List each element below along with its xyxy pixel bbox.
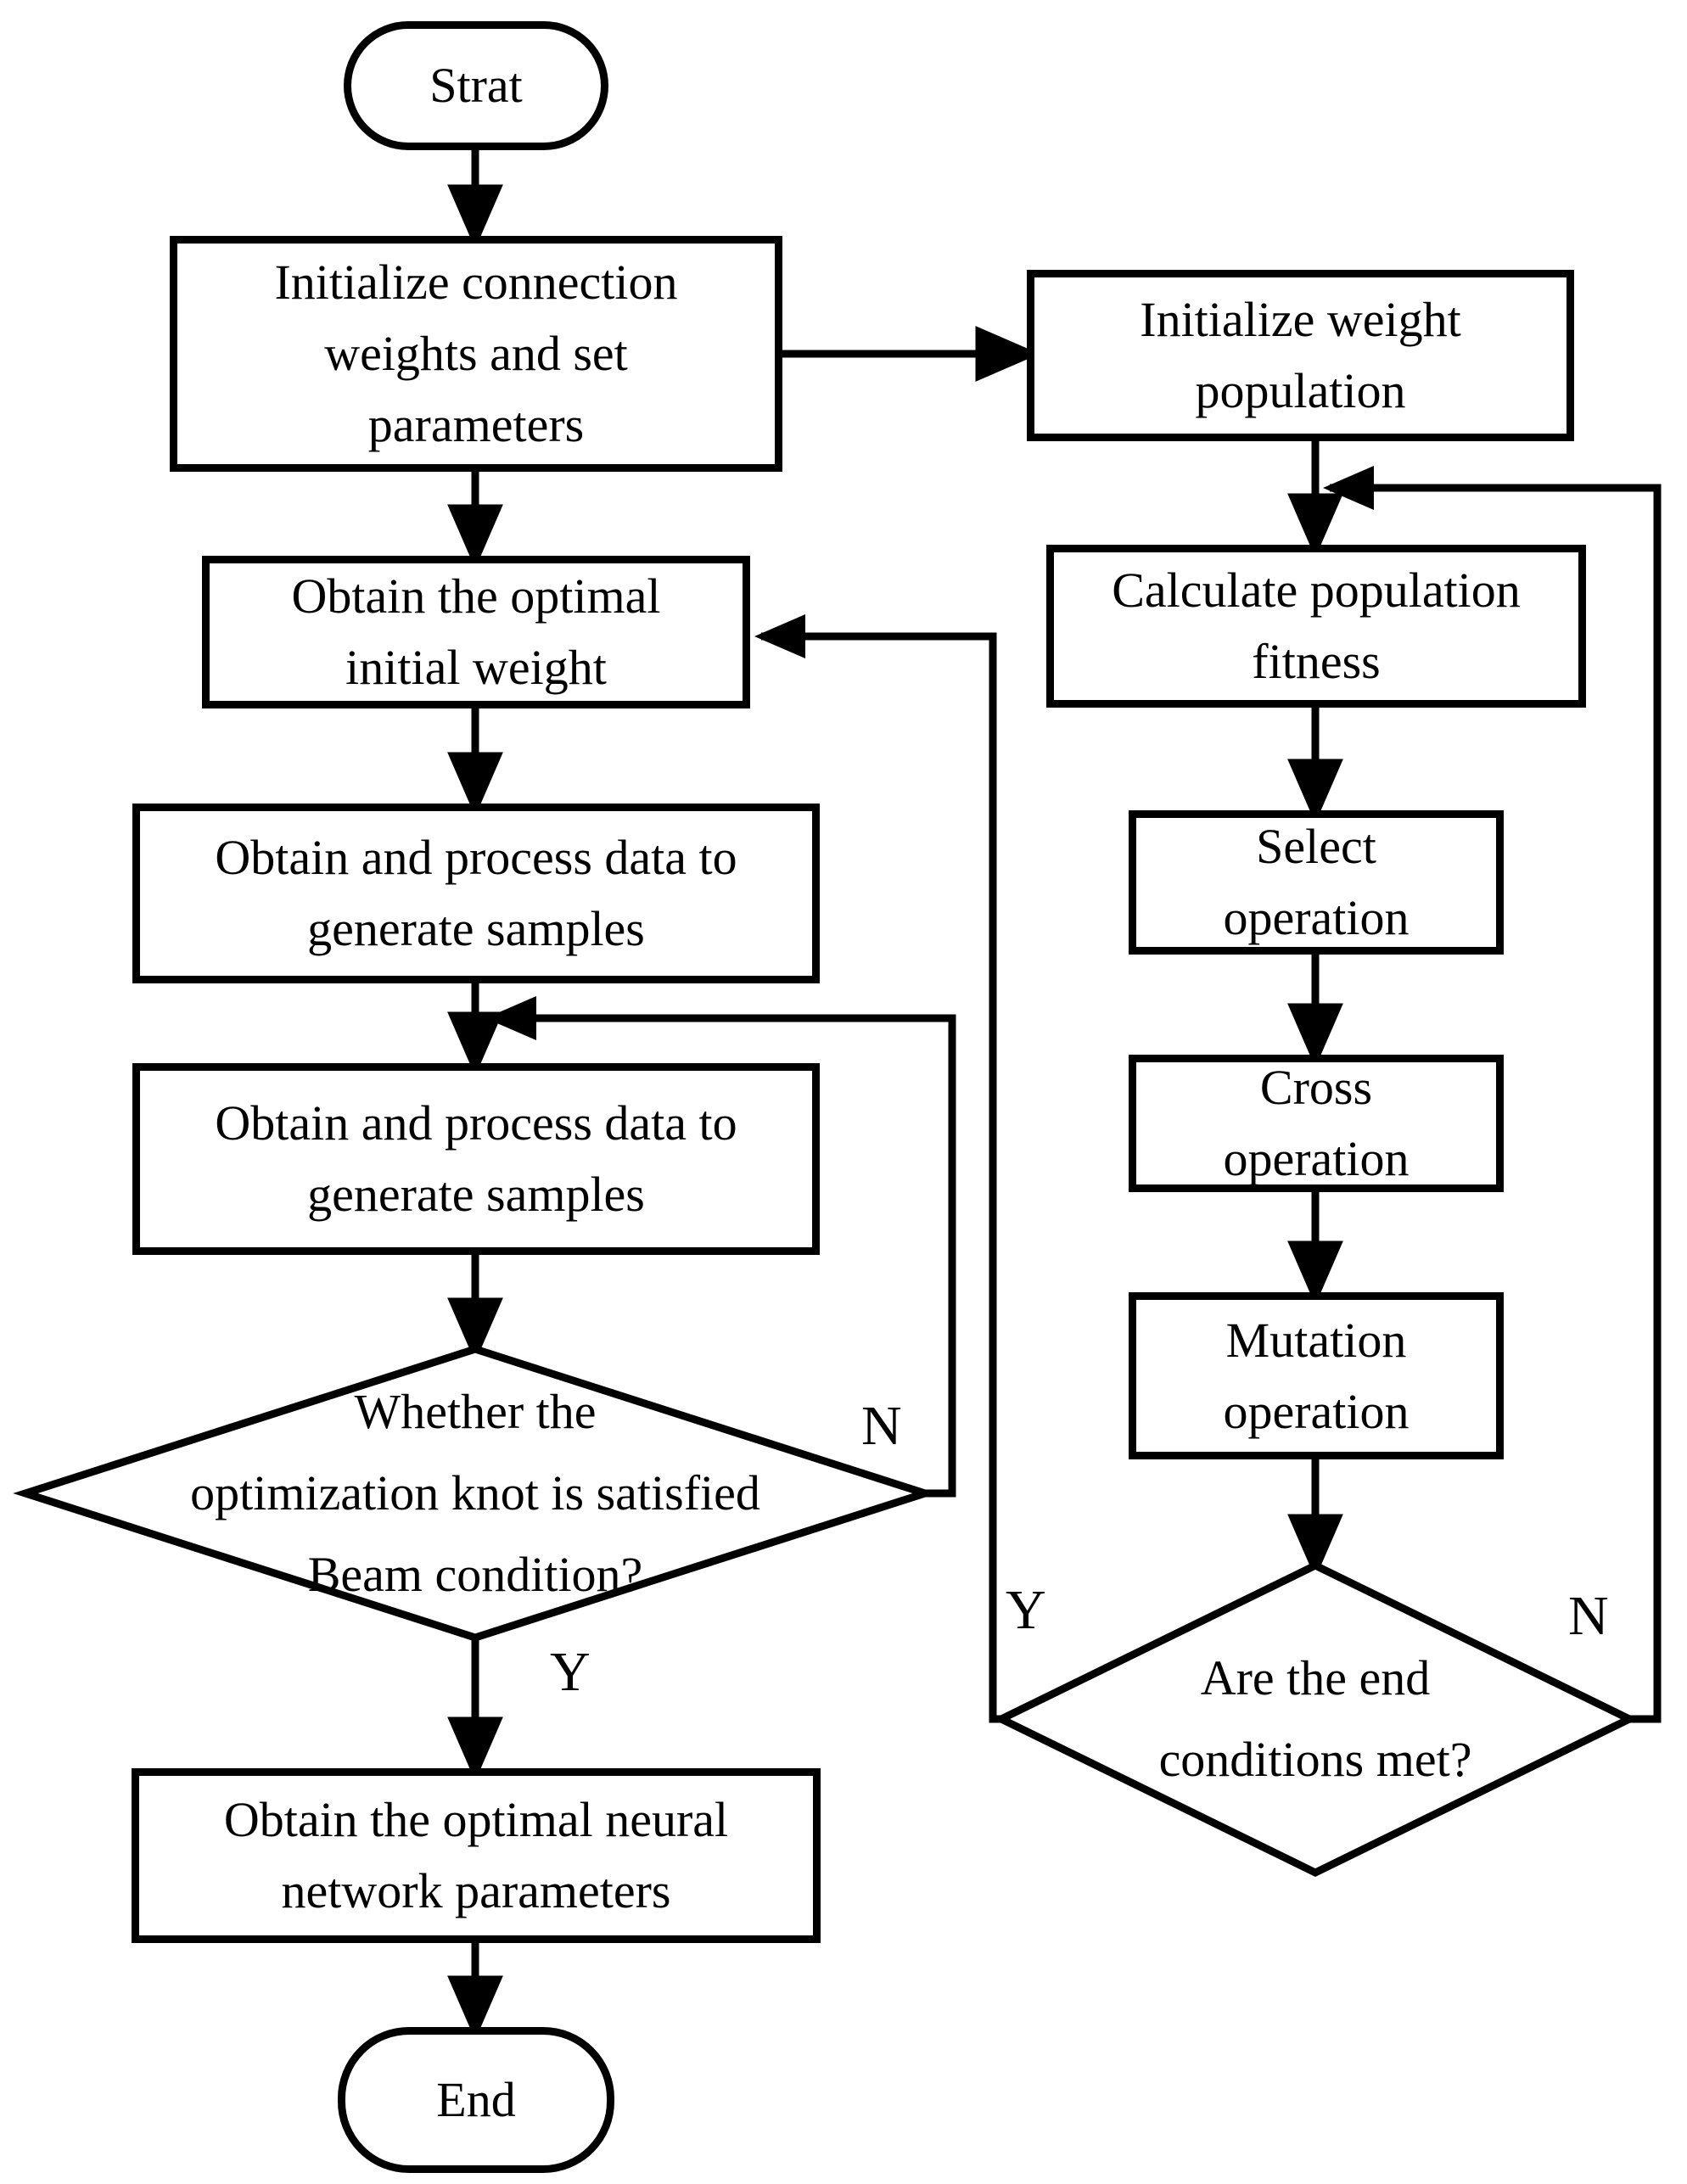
- init-weights-line1: Initialize connection: [274, 255, 678, 310]
- end-label: End: [436, 2072, 516, 2127]
- mutation-operation-line2: operation: [1223, 1383, 1410, 1439]
- optimal-initial-weight-line2: initial weight: [345, 640, 607, 695]
- cross-operation-box: Cross operation: [1129, 1055, 1504, 1192]
- arrowhead-optimal-initial-to-process1: [447, 752, 503, 817]
- arrowhead-process1-to-process2: [447, 1011, 503, 1077]
- init-weights-line2: weights and set: [324, 326, 628, 381]
- init-population-line2: population: [1195, 363, 1406, 418]
- start-label: Strat: [429, 58, 523, 113]
- optimal-params-line2: network parameters: [281, 1863, 671, 1918]
- calc-fitness-line1: Calculate population: [1112, 563, 1521, 618]
- knot-decision-line2: optimization knot is satisfied: [190, 1465, 760, 1520]
- start-terminator: Strat: [344, 21, 608, 150]
- process-data1-line2: generate samples: [307, 901, 645, 956]
- init-weights-line3: parameters: [367, 397, 585, 452]
- init-weights-box: Initialize connection weights and set pa…: [170, 236, 782, 472]
- arrowhead-init-population-to-calc-fitness: [1287, 493, 1343, 558]
- init-population-box: Initialize weight population: [1027, 270, 1574, 441]
- process-data1-line1: Obtain and process data to: [215, 830, 737, 885]
- arrowhead-knot-yes-to-optimal-params: [447, 1716, 503, 1782]
- process-data2-line1: Obtain and process data to: [215, 1095, 737, 1151]
- arrowhead-calc-fitness-to-select: [1287, 759, 1343, 824]
- knot-decision-yes-label: Y: [550, 1641, 591, 1703]
- arrowhead-start-to-init-weights: [447, 184, 503, 249]
- select-operation-line2: operation: [1223, 890, 1410, 945]
- knot-decision-text: Whether the optimization knot is satisfi…: [51, 1366, 900, 1621]
- knot-decision-line1: Whether the: [354, 1384, 597, 1439]
- end-terminator: End: [338, 2027, 614, 2173]
- knot-decision-no-label: N: [861, 1395, 902, 1457]
- end-decision-line2: conditions met?: [1158, 1732, 1472, 1787]
- arrowhead-loop-end-no: [1323, 466, 1374, 510]
- calc-fitness-line2: fitness: [1252, 634, 1381, 689]
- optimal-initial-weight-line1: Obtain the optimal: [291, 568, 661, 624]
- arrowhead-init-weights-to-init-population: [975, 326, 1040, 382]
- process-data2-line2: generate samples: [307, 1167, 645, 1222]
- end-decision-line1: Are the end: [1200, 1650, 1431, 1705]
- select-operation-box: Select operation: [1129, 810, 1504, 955]
- cross-operation-line2: operation: [1223, 1131, 1410, 1186]
- arrowhead-init-weights-to-optimal-initial: [447, 504, 503, 569]
- knot-decision-diamond: [13, 1345, 938, 1642]
- end-decision-yes-label: Y: [1006, 1579, 1046, 1641]
- mutation-operation-line1: Mutation: [1225, 1312, 1407, 1368]
- mutation-operation-box: Mutation operation: [1129, 1292, 1504, 1459]
- optimal-params-line1: Obtain the optimal neural: [223, 1792, 729, 1847]
- init-population-line1: Initialize weight: [1140, 292, 1461, 347]
- loop-end-no-to-calc-fitness: [1330, 484, 1662, 1723]
- arrowhead-loop-end-yes: [754, 614, 805, 658]
- end-decision-text: Are the end conditions met?: [976, 1638, 1655, 1800]
- knot-decision-line3: Beam condition?: [307, 1547, 643, 1602]
- arrowhead-mutation-to-end-decision: [1287, 1514, 1343, 1579]
- arrowhead-loop-knot-no: [485, 996, 536, 1040]
- cross-operation-line1: Cross: [1259, 1060, 1373, 1115]
- end-decision-diamond: [992, 1560, 1639, 1878]
- arrowhead-select-to-cross: [1287, 1003, 1343, 1068]
- optimal-initial-weight-box: Obtain the optimal initial weight: [202, 556, 750, 708]
- calc-fitness-box: Calculate population fitness: [1046, 545, 1586, 708]
- process-data-box-2: Obtain and process data to generate samp…: [132, 1063, 820, 1255]
- process-data-box-1: Obtain and process data to generate samp…: [132, 804, 820, 983]
- loop-knot-no-to-process2: [492, 1014, 956, 1498]
- arrowhead-cross-to-mutation: [1287, 1240, 1343, 1306]
- end-decision-no-label: N: [1568, 1585, 1609, 1647]
- arrowhead-optimal-params-to-end: [447, 1975, 503, 2041]
- optimal-params-box: Obtain the optimal neural network parame…: [132, 1768, 821, 1943]
- arrowhead-process2-to-knot-decision: [447, 1297, 503, 1363]
- select-operation-line1: Select: [1256, 819, 1376, 874]
